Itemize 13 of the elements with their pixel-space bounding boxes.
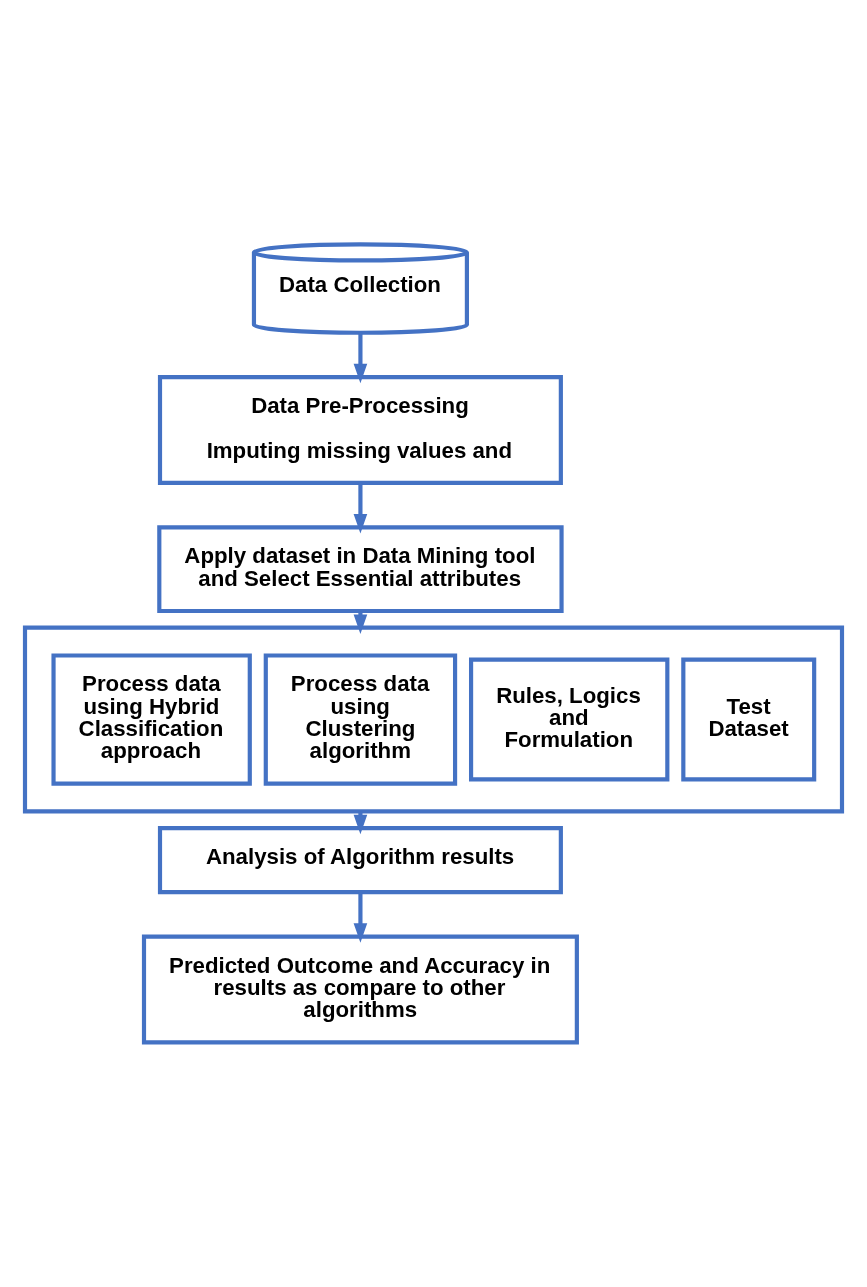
node-box: Analysis of Algorithm results (157, 826, 563, 895)
node-box: Process data using Hybrid Classification approach (51, 653, 252, 786)
cluster (22, 625, 845, 814)
arrow (353, 892, 368, 943)
arrow (353, 483, 368, 534)
node-box: Predicted Outcome and Accuracy in results as compare to other algorithms (141, 934, 579, 1045)
node-box: Test Dataset (681, 657, 817, 782)
arrow (353, 811, 368, 835)
node-box: Rules, Logics and Formulation (469, 657, 670, 782)
node-box: Process data using Clustering algorithm (263, 653, 458, 786)
arrow (353, 332, 368, 384)
node-box: Data Pre-Processing Imputing missing values and (157, 375, 563, 485)
node-box: Apply dataset in Data Mining tool and Select Essential attributes (157, 525, 564, 614)
